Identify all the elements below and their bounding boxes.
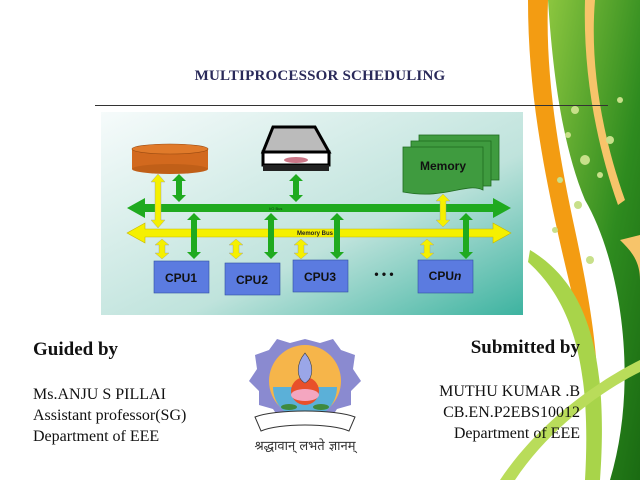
disk-icon <box>131 143 209 174</box>
cpu-3-label: CPU3 <box>304 270 336 284</box>
submitted-by-heading: Submitted by <box>470 337 580 358</box>
student-department: Department of EEE <box>453 425 580 442</box>
cpu-ellipsis: • • • <box>374 267 393 281</box>
student-roll-number: CB.EN.P2EBS10012 <box>443 404 580 421</box>
io-bus-label: I/O Bus <box>269 206 282 211</box>
memory-icon: Memory <box>402 134 500 195</box>
io-bus: I/O Bus <box>127 198 511 218</box>
title-divider <box>95 105 608 106</box>
guide-name: Ms.ANJU S PILLAI <box>33 386 166 403</box>
memory-bus: Memory Bus <box>126 222 512 244</box>
cpu-2: CPU2 <box>224 262 281 296</box>
cd-drive-icon <box>260 125 332 171</box>
logo-motto: श्रद्धावान् लभते ज्ञानम् <box>254 439 356 454</box>
memory-label: Memory <box>420 159 466 173</box>
cpu-1-label: CPU1 <box>165 271 197 285</box>
guide-department: Department of EEE <box>33 428 160 445</box>
multiprocessor-diagram: Memory I/O Bus Memory Bus <box>101 112 523 315</box>
connector-arrows <box>150 173 473 260</box>
submitted-by-details: MUTHU KUMAR .B CB.EN.P2EBS10012 Departme… <box>439 381 580 444</box>
slide-title: MULTIPROCESSOR SCHEDULING <box>194 68 446 84</box>
cpu-3: CPU3 <box>292 259 349 293</box>
cpu-2-label: CPU2 <box>236 273 268 287</box>
university-logo <box>249 339 361 432</box>
cpu-n: CPUn <box>417 259 474 294</box>
cpu-n-label: CPUn <box>429 269 462 283</box>
guided-by-details: Ms.ANJU S PILLAI Assistant professor(SG)… <box>33 384 186 447</box>
student-name: MUTHU KUMAR .B <box>439 383 580 400</box>
memory-bus-label: Memory Bus <box>297 231 334 237</box>
guide-designation: Assistant professor(SG) <box>33 407 187 424</box>
guided-by-heading: Guided by <box>33 339 119 360</box>
cpu-1: CPU1 <box>153 260 210 294</box>
